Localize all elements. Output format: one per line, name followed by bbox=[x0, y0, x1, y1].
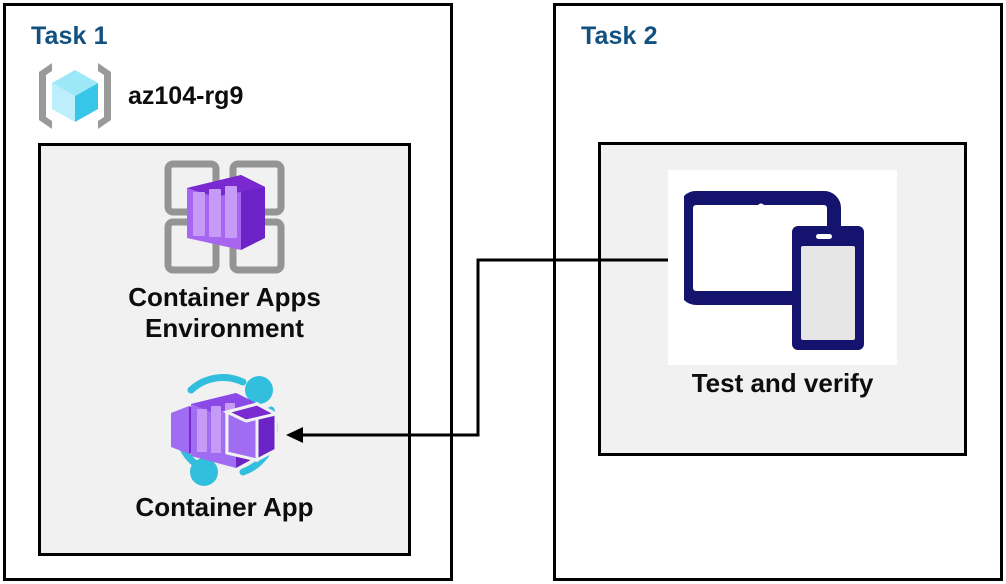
container-app-node-top bbox=[244, 376, 273, 404]
task-1-title: Task 1 bbox=[31, 22, 108, 50]
resource-group-row: az104-rg9 bbox=[36, 60, 336, 132]
azure-resource-group-icon bbox=[39, 63, 111, 129]
test-and-verify-label: Test and verify bbox=[691, 368, 874, 398]
container-app-label: Container App bbox=[135, 492, 314, 522]
container-app-node-bottom bbox=[189, 458, 218, 486]
task-2-title: Task 2 bbox=[581, 22, 658, 50]
container-app-block: Container App bbox=[38, 368, 411, 523]
container-app-icon bbox=[170, 374, 280, 486]
test-and-verify-icon-panel bbox=[668, 170, 897, 365]
resource-group-label: az104-rg9 bbox=[128, 81, 244, 110]
devices-tablet-phone-icon bbox=[684, 191, 864, 350]
container-apps-environment-label: Container Apps Environment bbox=[128, 282, 321, 343]
container-apps-environment-block: Container Apps Environment bbox=[38, 158, 411, 343]
container-apps-environment-icon bbox=[164, 160, 285, 274]
